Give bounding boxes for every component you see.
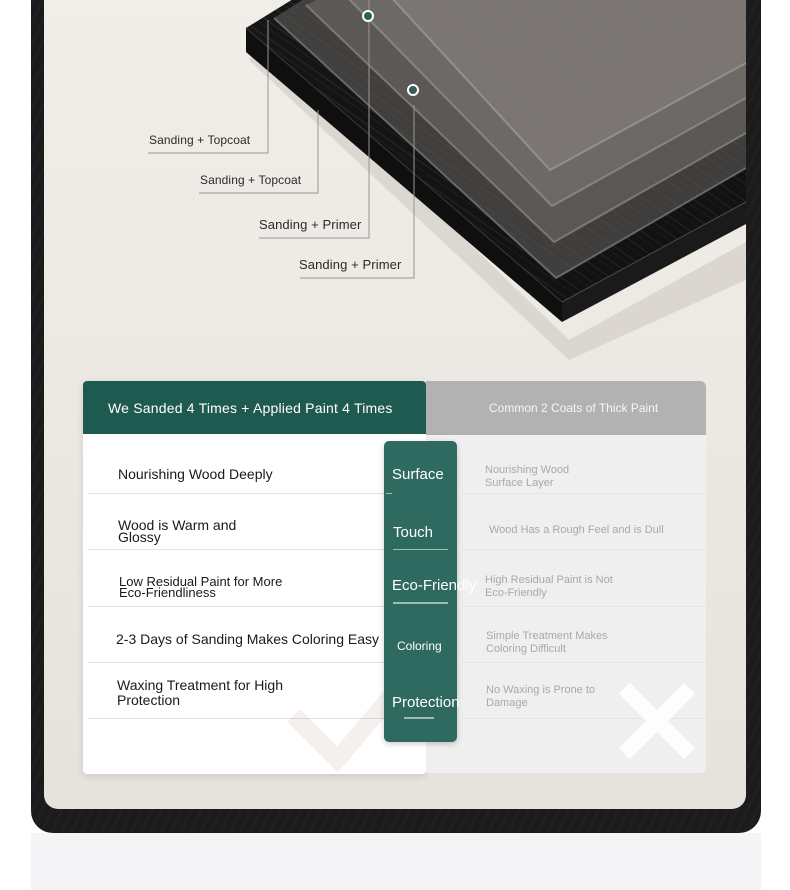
aspect-touch: Touch [393,524,434,541]
our-row-text: Low Residual Paint for More [119,574,283,589]
bottom-strip [31,833,761,890]
our-row-coloring: 2-3 Days of Sanding Makes Coloring Easy [88,607,388,663]
aspect-divider [393,602,448,604]
our-row-touch: Wood is Warm and Glossy [88,494,388,550]
other-row-text: Coloring Difficult [486,643,566,655]
checkmark-icon [288,682,398,773]
other-row-text: Nourishing Wood [485,464,570,476]
other-row-eco-friendly: High Residual Paint is Not Eco-Friendly [462,550,706,607]
layer-label-3: Sanding + Primer [259,217,362,232]
aspect-surface: Surface [392,466,444,483]
other-row-text: Wood Has a Rough Feel and is Dull [489,524,664,536]
aspect-divider [386,493,392,494]
other-row-text: Simple Treatment Makes [486,630,608,642]
aspect-divider [404,717,434,719]
our-row-text: Protection [117,692,181,708]
other-row-touch: Wood Has a Rough Feel and is Dull [462,494,706,550]
aspect-eco-friendly: Eco-Friendly [392,577,477,594]
our-row-surface: Nourishing Wood Deeply [88,434,388,494]
our-row-eco-friendly: Low Residual Paint for More Eco-Friendli… [88,550,388,607]
common-process-header: Common 2 Coats of Thick Paint [426,381,706,435]
aspect-coloring: Coloring [397,639,442,653]
our-row-text: 2-3 Days of Sanding Makes Coloring Easy [116,631,380,647]
other-row-coloring: Simple Treatment Makes Coloring Difficul… [462,607,706,663]
our-row-text: Glossy [118,529,161,545]
other-row-text: High Residual Paint is Not [485,574,613,586]
aspect-column: Surface Touch Eco-Friendly Coloring Prot… [384,441,476,742]
cross-icon [618,682,696,760]
other-row-surface: Nourishing Wood Surface Layer [462,435,706,494]
layer-marker-dot [407,84,419,96]
layer-marker-dot [362,10,374,22]
layer-label-1: Sanding + Topcoat [149,133,251,147]
other-row-text: Surface Layer [485,477,554,489]
aspect-divider [393,549,448,550]
our-row-text: Waxing Treatment for High [117,677,283,693]
layer-label-4: Sanding + Primer [299,257,402,272]
paint-layers-illustration [148,0,746,360]
our-row-text: Nourishing Wood Deeply [118,466,273,482]
other-row-text: Damage [486,697,528,709]
other-row-text: Eco-Friendly [485,587,547,599]
our-process-header: We Sanded 4 Times + Applied Paint 4 Time… [83,381,426,434]
other-row-text: No Waxing is Prone to [486,684,596,696]
our-row-text: Eco-Friendliness [119,585,216,600]
other-row-protection: No Waxing is Prone to Damage [462,663,706,719]
common-process-card: Common 2 Coats of Thick Paint Nourishing… [426,381,706,773]
aspect-protection: Protection [392,694,460,711]
our-row-text: Wood is Warm and [118,517,237,533]
our-process-card: We Sanded 4 Times + Applied Paint 4 Time… [83,381,426,774]
layer-label-2: Sanding + Topcoat [200,173,302,187]
our-row-protection: Waxing Treatment for High Protection [88,663,388,719]
